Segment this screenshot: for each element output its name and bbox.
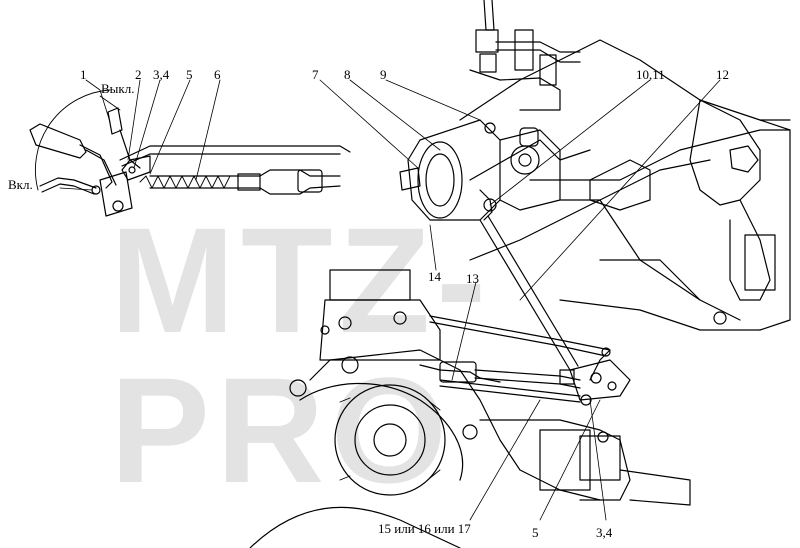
leader-lines xyxy=(59,79,721,521)
callout-13: 13 xyxy=(466,271,479,286)
callout-8: 8 xyxy=(344,67,351,82)
label-on: Вкл. xyxy=(8,177,33,192)
watermark-text: MTZ-PRO xyxy=(110,196,493,514)
control-lever-assembly xyxy=(29,89,151,217)
callout-9: 9 xyxy=(380,67,387,82)
callout-1: 1 xyxy=(80,67,87,82)
callout-3-4-top: 3,4 xyxy=(153,67,170,82)
gearbox-housing xyxy=(249,269,691,548)
callout-5-top: 5 xyxy=(186,67,193,82)
callout-5-bottom: 5 xyxy=(532,525,539,540)
callout-3-4-bottom: 3,4 xyxy=(596,525,613,540)
frame-bracket xyxy=(459,39,791,331)
callout-15-16-17: 15 или 16 или 17 xyxy=(378,521,471,536)
callout-12: 12 xyxy=(716,67,729,82)
cable-housing xyxy=(119,145,351,195)
callout-7: 7 xyxy=(312,67,319,82)
linkage-unit xyxy=(559,347,631,406)
callout-10-11: 10,11 xyxy=(636,67,665,82)
brake-chamber xyxy=(399,119,561,221)
label-off: Выкл. xyxy=(101,81,135,96)
callout-2: 2 xyxy=(135,67,142,82)
callout-6: 6 xyxy=(214,67,221,82)
lower-cable xyxy=(419,361,581,389)
hydraulic-fittings-top xyxy=(469,0,581,111)
callout-14: 14 xyxy=(428,269,441,284)
control-rods xyxy=(429,215,611,403)
